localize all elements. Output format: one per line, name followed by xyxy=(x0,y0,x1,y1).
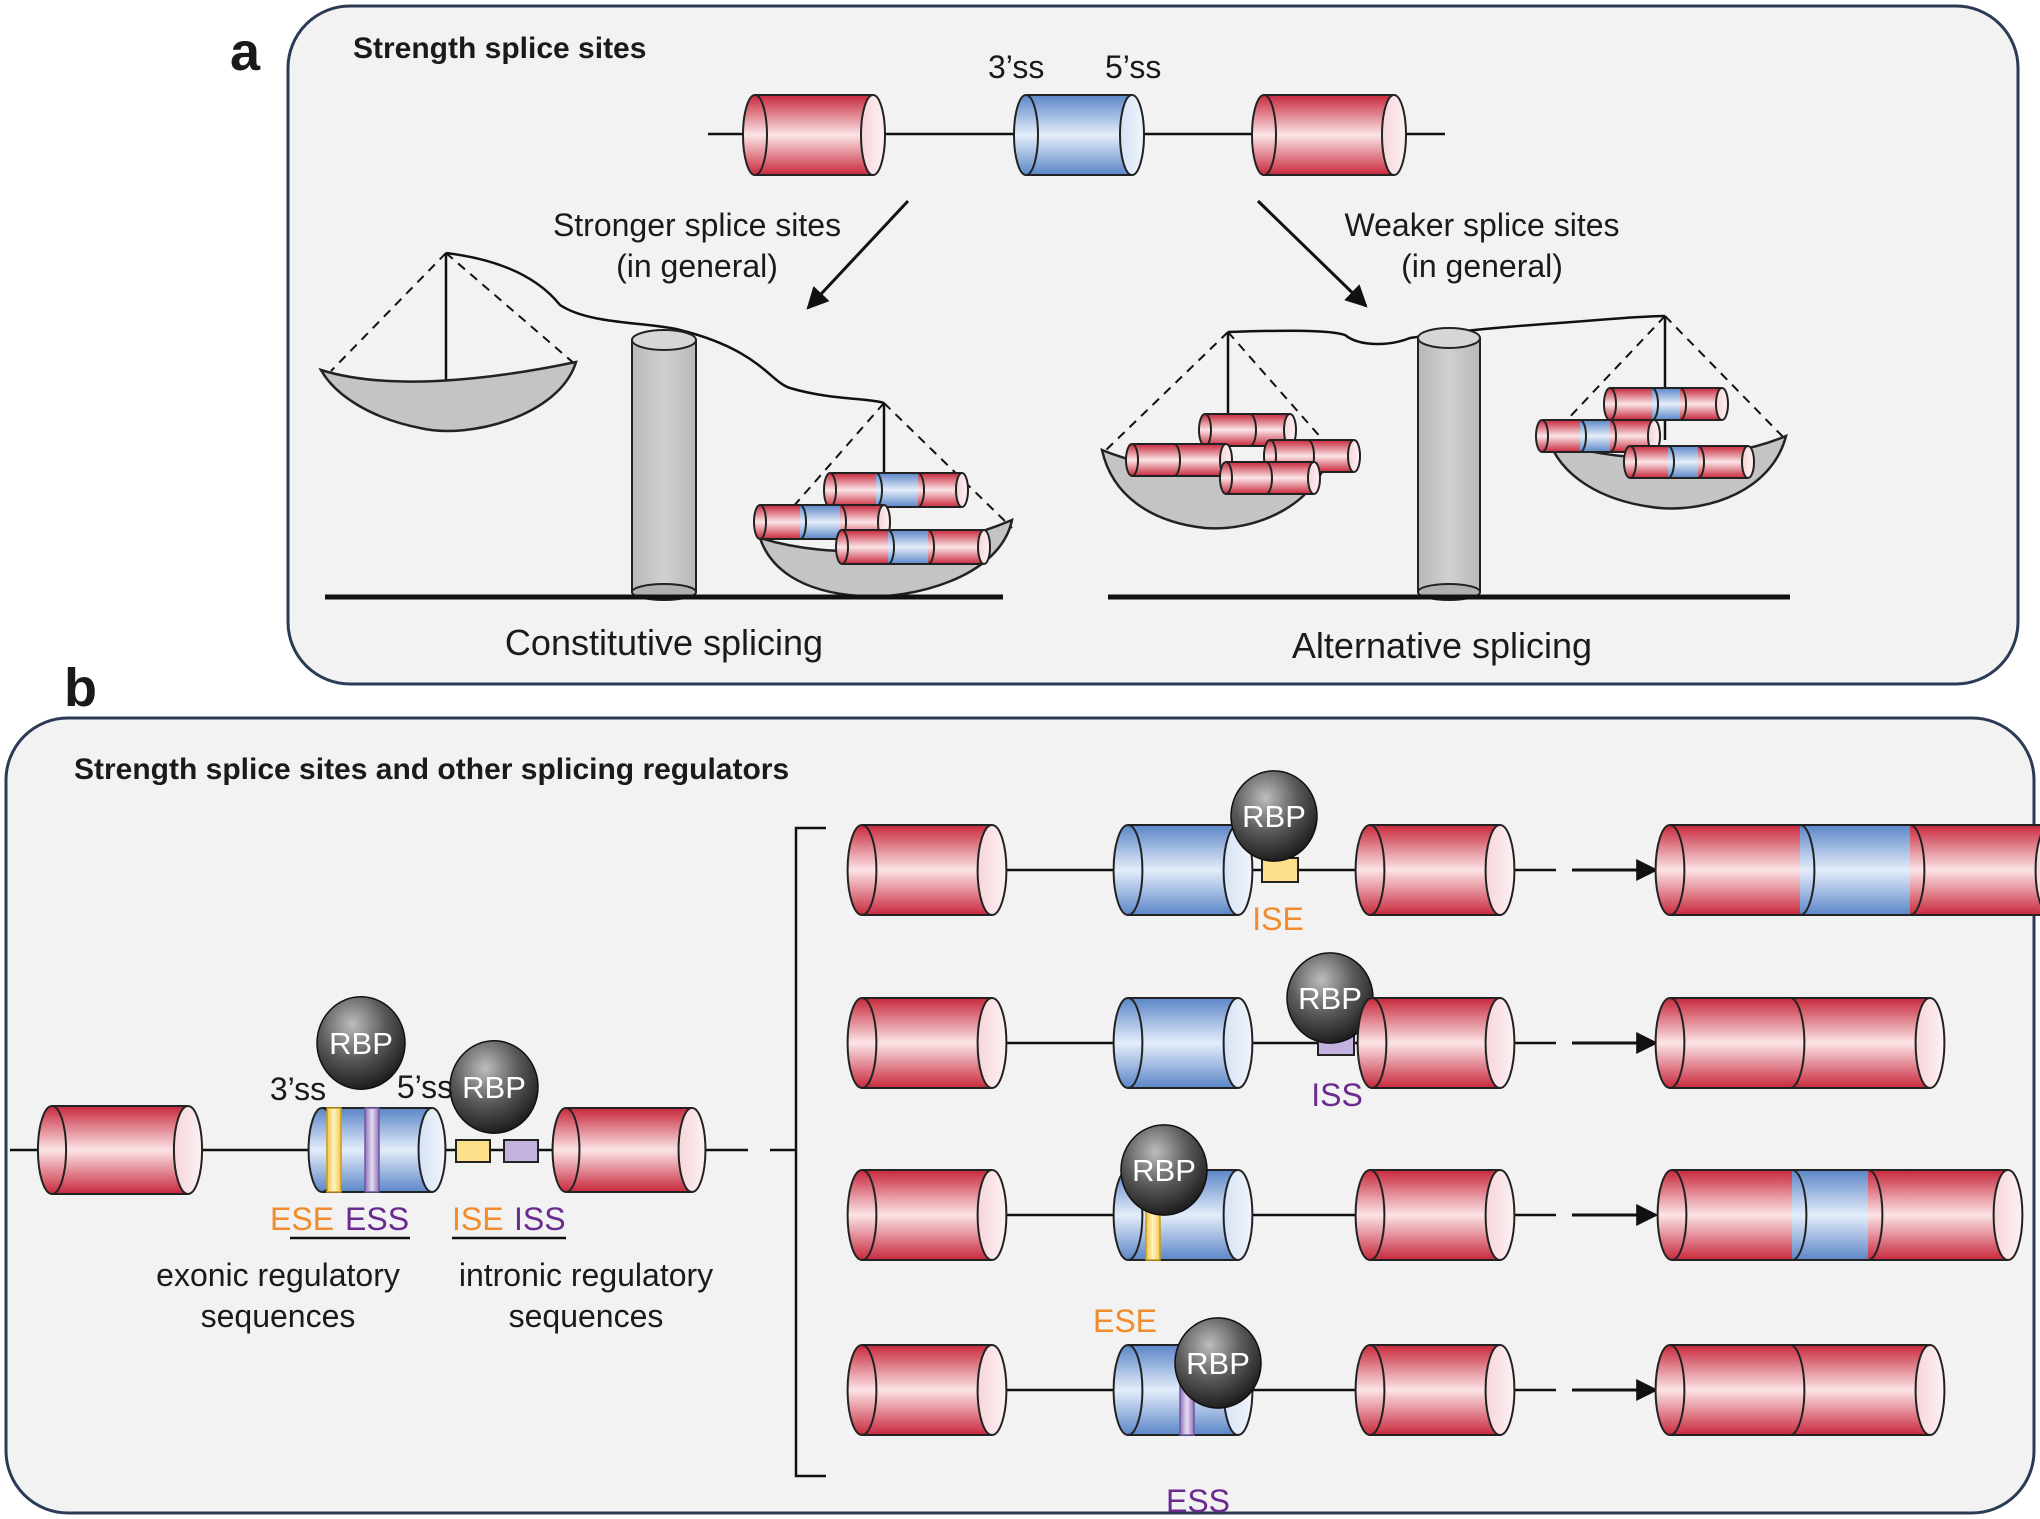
mrna-stack xyxy=(753,472,991,565)
iss-box xyxy=(503,1139,539,1163)
ese-label: ESE xyxy=(270,1201,334,1237)
stronger-sub-label: (in general) xyxy=(616,248,778,284)
ise-label: ISE xyxy=(452,1201,504,1237)
pillar xyxy=(1417,327,1481,601)
mrna-inclusion xyxy=(823,472,969,508)
pillar xyxy=(631,329,697,601)
weaker-sub-label: (in general) xyxy=(1401,248,1563,284)
arrow-to-constitutive xyxy=(806,199,910,310)
ess-label: ESS xyxy=(345,1201,409,1237)
rbp-label: RBP xyxy=(462,1070,526,1105)
regulation-row: RBP ESE xyxy=(846,1124,2024,1339)
rbp-protein: RBP xyxy=(1230,770,1318,862)
exon-red xyxy=(742,94,886,176)
label-3ss: 3’ss xyxy=(988,49,1044,85)
arrow-to-alternative xyxy=(1256,199,1368,308)
panel-a-letter: a xyxy=(230,22,261,82)
mrna-skipping xyxy=(1654,1344,1946,1436)
panel-a-box xyxy=(286,4,2020,686)
mrna-skipping xyxy=(1654,997,1946,1089)
exon-red xyxy=(1354,824,1516,916)
mrna-stack xyxy=(1125,413,1361,495)
balance-constitutive xyxy=(318,251,1014,601)
exon-red xyxy=(1354,1344,1516,1436)
ess-band xyxy=(364,1107,380,1193)
ise-box xyxy=(455,1139,491,1163)
exon-red xyxy=(846,1344,1008,1436)
exon-red xyxy=(1251,94,1407,176)
alternative-label: Alternative splicing xyxy=(1292,625,1592,666)
label-5ss: 5’ss xyxy=(397,1069,453,1105)
iss-label: ISS xyxy=(514,1201,566,1237)
regulation-row: RBP ISE xyxy=(846,770,2040,937)
pan-left xyxy=(318,360,578,433)
rbp-protein: RBP xyxy=(1120,1124,1208,1216)
rbp-label: RBP xyxy=(1298,981,1362,1016)
exon-red xyxy=(846,824,1008,916)
balance-alternative xyxy=(1100,314,1790,601)
regulation-row: RBP ISS xyxy=(846,952,1946,1113)
intronic-sub-label: sequences xyxy=(509,1298,664,1334)
exon-red xyxy=(36,1105,204,1195)
label-3ss: 3’ss xyxy=(270,1071,326,1107)
rbp-label: RBP xyxy=(329,1026,393,1061)
mrna-inclusion xyxy=(835,529,991,565)
panel-b-letter: b xyxy=(64,658,97,718)
rbp-protein: RBP xyxy=(449,1040,539,1134)
mrna-inclusion xyxy=(1656,1169,2024,1261)
rbp-protein: RBP xyxy=(1174,1317,1262,1409)
panel-b-title: Strength splice sites and other splicing… xyxy=(74,753,789,786)
mrna-skipping xyxy=(1125,443,1233,477)
exon-red xyxy=(846,1169,1008,1261)
mrna-inclusion xyxy=(753,504,891,540)
exon-red xyxy=(551,1107,707,1193)
panel-a-title: Strength splice sites xyxy=(353,32,646,65)
exon-red xyxy=(1354,1169,1516,1261)
regulation-row: RBP ESS xyxy=(846,1317,1946,1519)
bracket xyxy=(794,826,826,1478)
panel-b-box xyxy=(4,716,2036,1515)
rbp-label: RBP xyxy=(1186,1346,1250,1381)
ise-label: ISE xyxy=(1252,901,1304,937)
ese-label: ESE xyxy=(1093,1303,1157,1339)
intronic-label: intronic regulatory xyxy=(459,1257,713,1293)
rbp-protein: RBP xyxy=(316,996,406,1090)
mrna-stack xyxy=(1535,387,1755,479)
mrna-inclusion xyxy=(1603,387,1729,421)
mrna-inclusion xyxy=(1623,445,1755,479)
rbp-label: RBP xyxy=(1132,1153,1196,1188)
exon-blue xyxy=(1013,94,1145,176)
exon-blue xyxy=(1112,997,1254,1089)
exonic-sub-label: sequences xyxy=(201,1298,356,1334)
iss-label: ISS xyxy=(1311,1077,1363,1113)
stronger-label: Stronger splice sites xyxy=(553,207,841,243)
exon-red xyxy=(846,997,1008,1089)
exon-red xyxy=(1356,997,1516,1089)
weaker-label: Weaker splice sites xyxy=(1344,207,1619,243)
ese-band xyxy=(326,1107,342,1193)
mrna-skipping xyxy=(1219,461,1321,495)
label-5ss: 5’ss xyxy=(1105,49,1161,85)
exon-blue xyxy=(1112,824,1254,916)
rbp-label: RBP xyxy=(1242,799,1306,834)
pre-mrna-gene-a xyxy=(708,94,1445,176)
ess-label: ESS xyxy=(1166,1483,1230,1519)
constitutive-label: Constitutive splicing xyxy=(505,622,823,663)
exonic-label: exonic regulatory xyxy=(156,1257,400,1293)
mrna-inclusion xyxy=(1654,824,2040,916)
ise-box xyxy=(1261,857,1299,883)
